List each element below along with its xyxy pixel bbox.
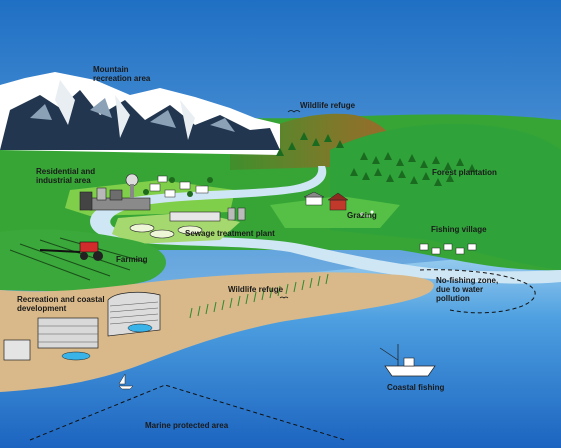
residential-houses	[149, 175, 209, 198]
residential-trees	[143, 177, 213, 197]
wetland-grass	[189, 273, 329, 319]
river	[90, 166, 561, 284]
farming-land	[0, 229, 167, 291]
label-recreation-line2: development	[17, 304, 67, 313]
mountain-range	[0, 72, 280, 155]
label-coastal-fishing: Coastal fishing	[387, 383, 444, 392]
fishing-village-huts	[419, 243, 477, 255]
label-wildlife-refuge-bottom: Wildlife refuge	[228, 285, 284, 294]
label-wildlife-refuge-top: Wildlife refuge	[300, 101, 356, 110]
label-no-fishing-line2: due to water	[436, 285, 483, 294]
fishing-boat-icon	[379, 344, 436, 377]
birds-icon	[279, 110, 301, 299]
forest-trees	[276, 132, 476, 186]
tractor-icon	[39, 241, 103, 261]
label-recreation-line1: Recreation and coastal	[17, 295, 105, 304]
no-fishing-zone-boundary	[419, 269, 536, 314]
sailboat-icon	[118, 373, 134, 390]
forest-plantation-hill	[330, 124, 561, 270]
grazing-cattle	[360, 210, 374, 218]
barn	[303, 191, 349, 211]
label-forest-plantation: Forest plantation	[432, 168, 497, 177]
factory-buildings	[79, 173, 151, 211]
label-no-fishing-line1: No-fishing zone,	[436, 276, 498, 285]
label-fishing-village: Fishing village	[431, 225, 487, 234]
farm-rows	[9, 237, 146, 281]
label-mountain-line2: recreation area	[93, 74, 151, 83]
coastal-hotels	[3, 291, 161, 361]
label-mountain-line1: Mountain	[93, 65, 129, 74]
label-residential-line1: Residential and	[36, 167, 95, 176]
label-no-fishing-line3: pollution	[436, 294, 470, 303]
label-farming: Farming	[116, 255, 148, 264]
label-residential-line2: industrial area	[36, 176, 91, 185]
label-sewage-plant: Sewage treatment plant	[185, 229, 275, 238]
grazing-field	[270, 196, 400, 228]
label-marine-protected: Marine protected area	[145, 421, 229, 430]
sewage-tanks	[129, 207, 246, 239]
label-grazing: Grazing	[347, 211, 377, 220]
